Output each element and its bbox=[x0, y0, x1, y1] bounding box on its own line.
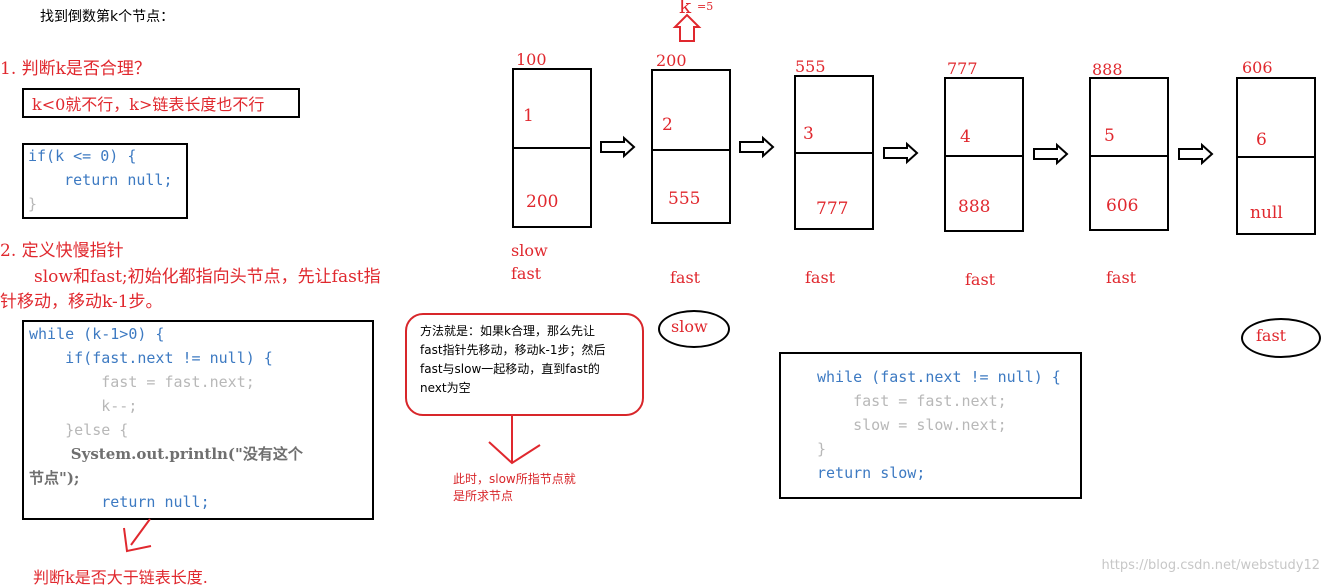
node-address: 777 bbox=[947, 59, 978, 78]
condition-text: k<0就不行，k>链表长度也不行 bbox=[32, 95, 265, 114]
node-divider bbox=[796, 152, 872, 154]
down-arrow-icon bbox=[488, 414, 541, 465]
node-next: 777 bbox=[816, 199, 849, 219]
node-address: 200 bbox=[656, 51, 687, 70]
node-address: 555 bbox=[795, 57, 826, 76]
node-next: 555 bbox=[668, 189, 701, 209]
code-line: return slow; bbox=[817, 464, 926, 482]
code-line: if(fast.next != null) { bbox=[29, 349, 273, 367]
pointer-label-fast: fast bbox=[670, 268, 701, 287]
node-value: 4 bbox=[960, 127, 971, 147]
node-value: 6 bbox=[1256, 130, 1267, 150]
code-line: 节点"); bbox=[29, 469, 80, 487]
node-value: 3 bbox=[803, 124, 814, 144]
pointer-label-fast: fast bbox=[511, 264, 542, 283]
code-line: while (k-1>0) { bbox=[29, 325, 165, 343]
code-line: if(k <= 0) { bbox=[28, 147, 137, 165]
code-line: System.out.println("没有这个 bbox=[29, 445, 303, 463]
code-line: } bbox=[817, 440, 827, 458]
watermark: https://blog.csdn.net/webstudy12 bbox=[1101, 558, 1320, 573]
node-value: 5 bbox=[1104, 126, 1115, 146]
pointer-label-fast: fast bbox=[1106, 268, 1137, 287]
k-label: k bbox=[679, 0, 692, 18]
pointer-label-slow: slow bbox=[511, 241, 548, 260]
node-address: 100 bbox=[516, 50, 547, 69]
pointer-label-fast-final: fast bbox=[1256, 326, 1287, 345]
node-next: 888 bbox=[958, 197, 991, 217]
list-node: 2 555 bbox=[651, 69, 731, 224]
node-address: 888 bbox=[1092, 60, 1123, 79]
slow-final-ellipse bbox=[658, 310, 730, 348]
code-line: return null; bbox=[29, 493, 210, 511]
code-block-move-fast: while (k-1>0) { if(fast.next != null) { … bbox=[22, 320, 374, 520]
code-lines: while (k-1>0) { if(fast.next != null) { … bbox=[29, 322, 303, 514]
code-block-k-check: if(k <= 0) { return null; } bbox=[22, 143, 188, 219]
node-next: null bbox=[1250, 203, 1283, 223]
code-lines: while (fast.next != null) { fast = fast.… bbox=[817, 365, 1061, 485]
node-next: 606 bbox=[1106, 196, 1139, 216]
list-node: 3 777 bbox=[794, 75, 874, 230]
page-title: 找到倒数第k个节点： bbox=[40, 9, 175, 25]
node-divider bbox=[1238, 156, 1314, 158]
list-node: 5 606 bbox=[1089, 77, 1169, 231]
callout-text: 方法就是：如果k合理，那么先让 fast指针先移动，移动k-1步；然后 fast… bbox=[420, 324, 606, 395]
down-arrow-icon bbox=[123, 518, 152, 553]
step2-desc-line1: slow和fast;初始化都指向头节点，先让fast指 bbox=[34, 267, 381, 287]
k-value: =5 bbox=[697, 0, 714, 13]
node-divider bbox=[1091, 155, 1167, 157]
code-line: } bbox=[28, 195, 38, 213]
right-arrow-icon bbox=[883, 141, 919, 165]
pointer-label-fast: fast bbox=[805, 268, 836, 287]
right-arrow-icon bbox=[1178, 142, 1214, 166]
node-address: 606 bbox=[1242, 58, 1273, 77]
node-divider bbox=[514, 147, 590, 149]
right-arrow-icon bbox=[1033, 142, 1069, 166]
method-callout bbox=[405, 313, 644, 416]
code-line: k--; bbox=[29, 397, 138, 415]
step2-heading: 2. 定义快慢指针 bbox=[0, 241, 124, 261]
step2-desc-line2: 针移动，移动k-1步。 bbox=[0, 292, 163, 312]
code-line: return null; bbox=[28, 171, 173, 189]
step1-heading: 1. 判断k是否合理？ bbox=[0, 59, 151, 79]
code-line: fast = fast.next; bbox=[29, 373, 255, 391]
node-value: 2 bbox=[662, 115, 673, 135]
right-arrow-icon bbox=[600, 135, 636, 159]
condition-box bbox=[22, 88, 300, 118]
list-node: 1 200 bbox=[512, 68, 592, 228]
node-next: 200 bbox=[526, 192, 559, 212]
code-line: slow = slow.next; bbox=[817, 416, 1007, 434]
code-line: while (fast.next != null) { bbox=[817, 368, 1061, 386]
node-divider bbox=[653, 149, 729, 151]
up-arrow-icon bbox=[672, 13, 702, 42]
pointer-label-fast: fast bbox=[965, 270, 996, 289]
code-line: fast = fast.next; bbox=[817, 392, 1007, 410]
result-note: 此时，slow所指节点就 是所求节点 bbox=[453, 472, 576, 503]
node-value: 1 bbox=[523, 106, 534, 126]
pointer-label-slow-final: slow bbox=[671, 317, 708, 336]
right-arrow-icon bbox=[739, 135, 775, 159]
node-divider bbox=[946, 155, 1022, 157]
list-node: 4 888 bbox=[944, 77, 1024, 232]
code-block-move-both: while (fast.next != null) { fast = fast.… bbox=[779, 352, 1082, 499]
fast-final-ellipse bbox=[1241, 318, 1321, 358]
code-line: }else { bbox=[29, 421, 129, 439]
list-node: 6 null bbox=[1236, 77, 1316, 235]
code-lines: if(k <= 0) { return null; } bbox=[28, 144, 173, 216]
